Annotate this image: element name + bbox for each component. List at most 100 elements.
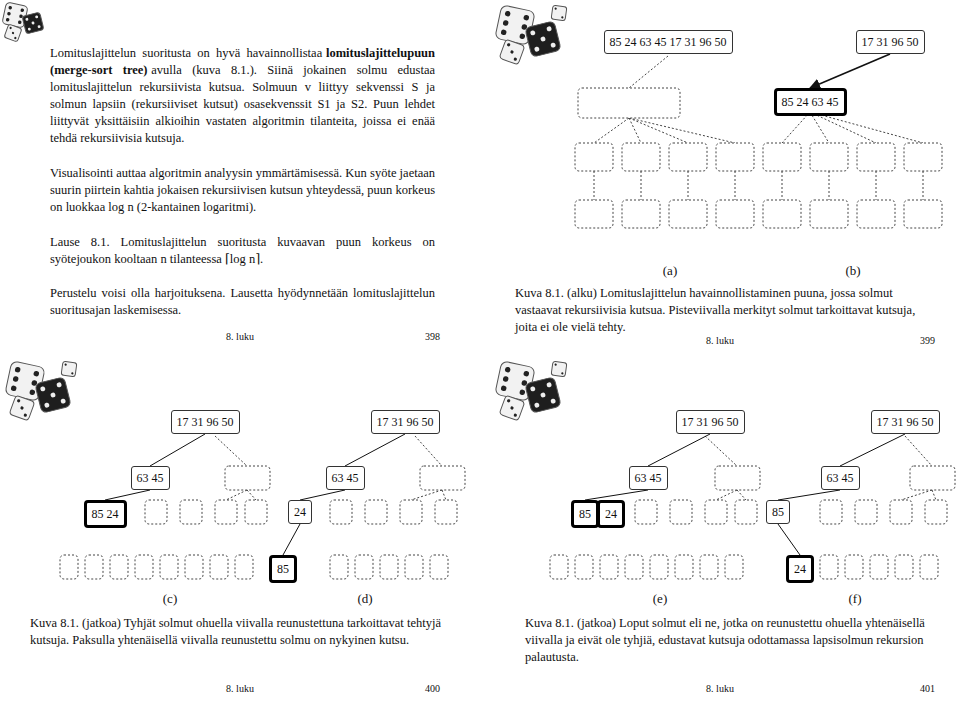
die-pip [17, 399, 21, 403]
dotted-line [215, 436, 247, 466]
empty-call-box [810, 200, 848, 228]
tree-edge [283, 524, 300, 555]
empty-call-box [578, 88, 680, 118]
current-call-box: 85 [571, 500, 599, 528]
die-pip [31, 21, 34, 24]
text-block: Kuva 8.1. (alku) Lomituslajittelun havai… [515, 285, 940, 336]
die-pip [28, 27, 31, 30]
tree-edge [300, 490, 345, 500]
empty-call-box [135, 555, 153, 579]
empty-call-box [763, 143, 801, 171]
current-call-box: 85 24 63 45 [774, 88, 847, 116]
empty-call-boxes [60, 88, 955, 579]
sequence-text: 17 31 96 50 [177, 415, 234, 429]
die-pip [502, 20, 508, 26]
call-box: 24 [288, 500, 312, 524]
label-text: 399 [920, 335, 935, 346]
empty-call-box [820, 555, 838, 579]
current-call-box: 24 [597, 500, 625, 528]
empty-call-box [430, 555, 448, 579]
label-text: 400 [425, 683, 440, 694]
text-block: Lomituslajittelun suoritusta on hyvä hav… [50, 45, 435, 147]
die-pip [60, 398, 66, 404]
empty-call-box [725, 555, 743, 579]
die-icon [4, 24, 22, 42]
call-box: 63 45 [629, 466, 668, 490]
empty-call-box [810, 143, 848, 171]
tree-edge [150, 434, 205, 466]
tree-edge [345, 434, 405, 466]
empty-call-box [575, 200, 613, 228]
die-pip [530, 30, 536, 36]
text-block: Perustelu voisi olla harjoituksena. Laus… [50, 285, 435, 319]
sequence-text: 17 31 96 50 [862, 35, 919, 49]
sequence-text: 85 24 63 45 [782, 95, 839, 109]
call-box: 17 31 96 50 [856, 30, 925, 54]
text-block: Visualisointi auttaa algoritmin analyysi… [50, 165, 435, 216]
tree-edge [585, 490, 648, 500]
die-pip [519, 389, 525, 395]
die-pip [554, 7, 557, 10]
dotted-line [594, 171, 595, 200]
label-text: (d) [357, 591, 372, 606]
label-text: Kuva 8.1. (alku) Lomituslajittelun havai… [515, 286, 915, 334]
sequence-text: 17 31 96 50 [682, 415, 739, 429]
die-pip [8, 6, 12, 10]
dotted-line [629, 56, 668, 88]
empty-call-box [716, 200, 754, 228]
empty-call-box [60, 555, 78, 579]
call-box: 17 31 96 50 [676, 410, 745, 434]
die-pip [12, 376, 18, 382]
die-body [22, 12, 44, 34]
dotted-line [810, 112, 876, 143]
text-block: (d) [345, 590, 385, 607]
die-pip [546, 382, 552, 388]
die-icon [61, 361, 77, 377]
empty-call-box [330, 555, 348, 579]
label-text: (b) [845, 263, 860, 278]
empty-call-box [420, 466, 465, 490]
dotted-line [411, 490, 442, 500]
dotted-line [247, 490, 256, 500]
empty-call-box [715, 466, 760, 490]
die-pip [534, 402, 540, 408]
die-pip [44, 402, 50, 408]
die-pip [10, 385, 16, 391]
empty-call-box [622, 200, 660, 228]
dotted-line [737, 490, 746, 500]
call-box: 63 45 [326, 466, 365, 490]
text-block: 8. luku [680, 332, 760, 349]
die-pip [12, 32, 15, 35]
die-pip [71, 372, 74, 375]
sequence-text: 63 45 [635, 471, 662, 485]
empty-call-box [700, 555, 718, 579]
die-pip [523, 14, 529, 20]
empty-call-box [145, 500, 167, 524]
empty-call-box [635, 500, 657, 524]
empty-call-box [763, 200, 801, 228]
dotted-line [629, 118, 735, 143]
die-pip [523, 370, 529, 376]
tree-edge [778, 524, 800, 555]
sequence-text: 63 45 [137, 471, 164, 485]
empty-call-box [735, 500, 757, 524]
sequence-text: 24 [794, 562, 806, 576]
die-pip [40, 386, 46, 392]
empty-call-box [550, 555, 568, 579]
empty-call-box [85, 555, 103, 579]
dotted-line [641, 171, 642, 200]
die-pip [540, 392, 546, 398]
label-text: Lomituslajittelun suoritusta on hyvä hav… [50, 46, 322, 60]
die-pip [500, 385, 506, 391]
die-pip [33, 370, 39, 376]
die-icon [499, 39, 525, 65]
die-pip [554, 363, 557, 366]
sequence-text: 63 45 [827, 471, 854, 485]
dotted-line [226, 490, 247, 500]
tree-edge [778, 490, 840, 500]
sequence-text: 85 24 63 45 17 31 96 50 [610, 35, 727, 49]
dotted-line [688, 171, 689, 200]
die-pip [513, 413, 517, 417]
text-block: (a) [650, 262, 690, 279]
